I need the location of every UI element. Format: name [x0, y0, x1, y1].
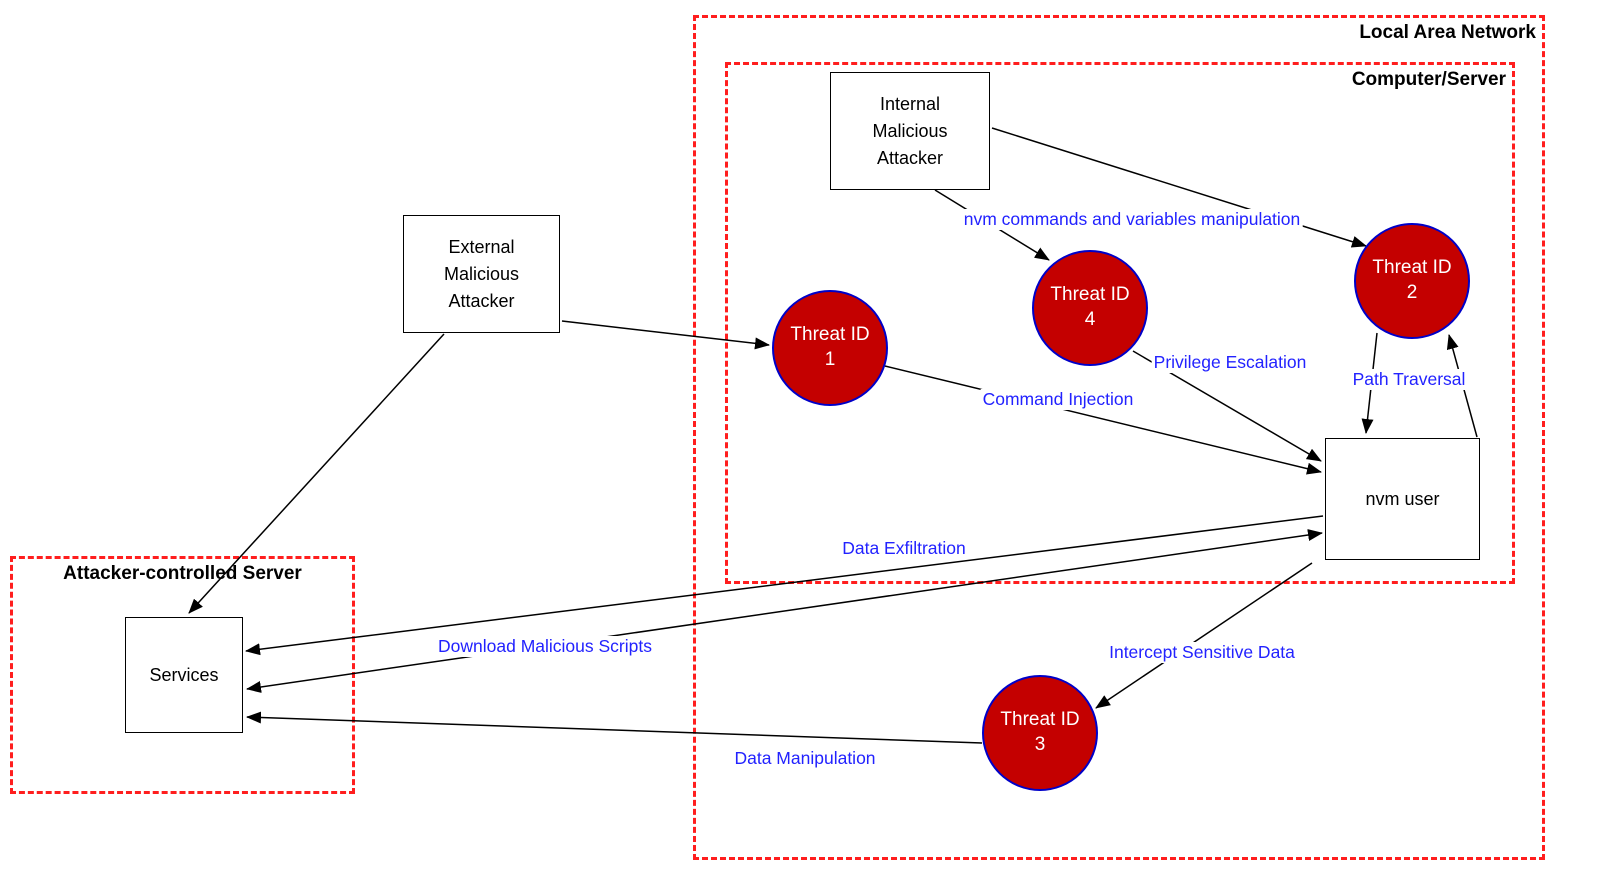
- flow-label-path-traversal: Path Traversal: [1350, 369, 1468, 390]
- threat-title: Threat ID: [1000, 709, 1080, 731]
- lan-boundary: Local Area Network: [693, 15, 1545, 860]
- flow-label-data-exfiltration: Data Exfiltration: [840, 538, 968, 559]
- threat-title: Threat ID: [790, 324, 870, 346]
- node-label-line: Attacker: [448, 290, 515, 311]
- threat-node-2: Threat ID 2: [1354, 223, 1470, 339]
- node-label: nvm user: [1365, 488, 1440, 509]
- flow-label-command-injection: Command Injection: [980, 389, 1136, 410]
- node-external-malicious-attacker: External Malicious Attacker: [403, 215, 560, 333]
- computer-server-boundary-label: Computer/Server: [1351, 69, 1506, 90]
- flow-label-intercept-data: Intercept Sensitive Data: [1107, 642, 1297, 663]
- threat-number: 2: [1406, 282, 1418, 303]
- threat-node-1: Threat ID 1: [772, 290, 888, 406]
- node-label: Services: [149, 664, 219, 685]
- node-label-line: External: [448, 236, 515, 257]
- node-internal-malicious-attacker: Internal Malicious Attacker: [830, 72, 990, 190]
- threat-number: 4: [1084, 309, 1096, 330]
- flow-label-download-scripts: Download Malicious Scripts: [436, 636, 654, 657]
- lan-boundary-label: Local Area Network: [1359, 22, 1536, 43]
- threat-title: Threat ID: [1050, 284, 1130, 306]
- threat-number: 1: [824, 349, 836, 370]
- threat-number: 3: [1034, 734, 1046, 755]
- node-nvm-user: nvm user: [1325, 438, 1480, 560]
- flow-label-data-manipulation: Data Manipulation: [732, 748, 878, 769]
- flow-label-nvm-manipulation: nvm commands and variables manipulation: [961, 209, 1303, 230]
- node-label-line: Attacker: [876, 147, 944, 168]
- node-label-line: Malicious: [443, 263, 520, 284]
- attacker-controlled-server-boundary-label: Attacker-controlled Server: [63, 563, 302, 584]
- flow-label-privilege-escalation: Privilege Escalation: [1151, 352, 1309, 373]
- threat-node-4: Threat ID 4: [1032, 250, 1148, 366]
- node-label-line: Internal: [879, 93, 941, 114]
- node-services: Services: [125, 617, 243, 733]
- threat-node-3: Threat ID 3: [982, 675, 1098, 791]
- threat-title: Threat ID: [1372, 257, 1452, 279]
- node-label-line: Malicious: [872, 120, 948, 141]
